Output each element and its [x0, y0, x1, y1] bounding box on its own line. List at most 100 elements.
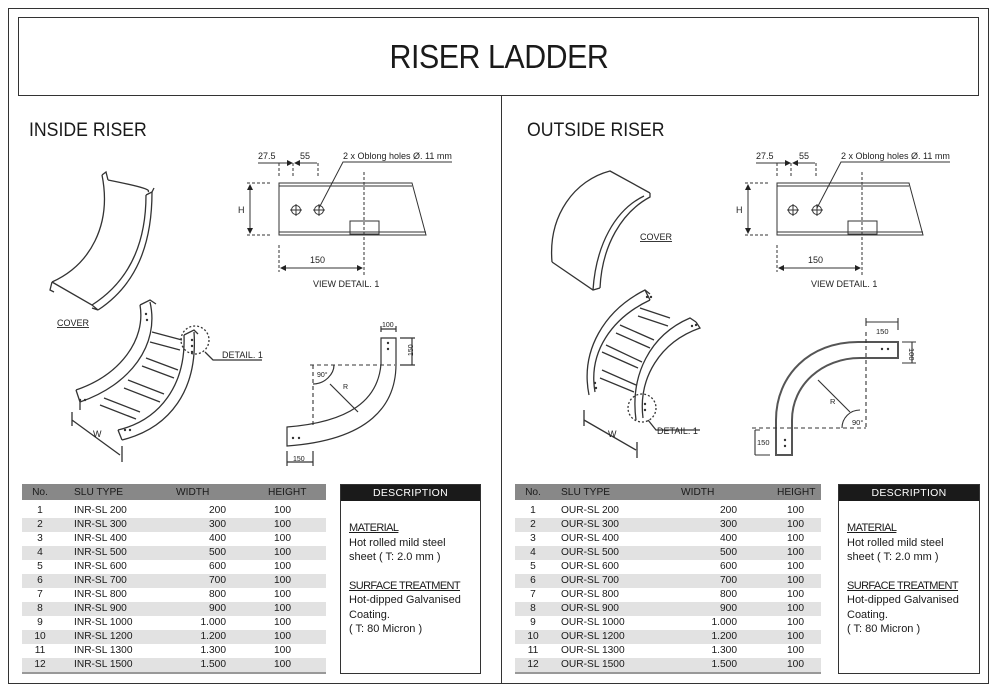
- table-header-row: No. SLU TYPE WIDTH HEIGHT: [22, 484, 326, 500]
- inside-view-detail-label: VIEW DETAIL. 1: [313, 279, 379, 289]
- width-value: 600: [720, 561, 737, 572]
- height-value: 100: [757, 602, 821, 616]
- description-header: DESCRIPTION: [341, 485, 480, 501]
- header-height: HEIGHT: [757, 484, 821, 500]
- slu-type: INR-SL 900: [58, 602, 152, 616]
- width-value: 300: [645, 518, 757, 532]
- section-divider: [501, 96, 502, 684]
- slu-type: INR-SL 1300: [74, 645, 133, 656]
- height-value: 100: [787, 533, 804, 544]
- width-value: 800: [209, 589, 226, 600]
- row-number: 1: [530, 505, 536, 516]
- slu-type: INR-SL 1200: [58, 630, 152, 644]
- surface-treatment-title: SURFACE TREATMENT: [349, 579, 461, 592]
- outside-cover-drawing: [550, 170, 651, 291]
- height-value: 100: [757, 574, 821, 588]
- slu-type: INR-SL 200: [74, 505, 127, 516]
- height-value: 100: [787, 645, 804, 656]
- outside-bend-angle: 90°: [852, 418, 863, 427]
- slu-type: INR-SL 700: [58, 574, 152, 588]
- slu-type: INR-SL 600: [74, 561, 127, 572]
- width-value: 400: [720, 533, 737, 544]
- row-number: 1: [37, 505, 43, 516]
- height-value: 100: [274, 617, 291, 628]
- outside-bend-holes: [783, 347, 890, 448]
- height-value: 100: [274, 533, 291, 544]
- row-number: 6: [515, 574, 551, 588]
- height-value: 100: [248, 518, 326, 532]
- slu-type: INR-SL 500: [58, 546, 152, 560]
- height-value: 100: [274, 645, 291, 656]
- outside-dim-27-5: 27.5: [756, 151, 774, 161]
- width-value: 800: [720, 589, 737, 600]
- slu-type: OUR-SL 1300: [561, 645, 625, 656]
- inside-bend-radius: R: [343, 384, 348, 391]
- outside-ladder-drawing: [583, 289, 702, 458]
- header-no: No.: [515, 484, 551, 500]
- width-value: 1.200: [645, 630, 757, 644]
- inside-detail-label: DETAIL. 1: [222, 350, 263, 360]
- row-number: 5: [530, 561, 536, 572]
- row-number: 7: [530, 589, 536, 600]
- material-title: MATERIAL: [847, 522, 897, 534]
- height-value: 100: [757, 518, 821, 532]
- surface-thickness-text: ( T: 80 Micron ): [349, 623, 423, 635]
- width-value: 1.200: [152, 630, 248, 644]
- row-number: 11: [34, 645, 46, 656]
- slu-type: INR-SL 400: [74, 533, 127, 544]
- slu-type: OUR-SL 800: [561, 589, 619, 600]
- height-value: 100: [274, 561, 291, 572]
- outside-bend-radius: R: [830, 397, 836, 406]
- width-value: 1.500: [645, 658, 757, 674]
- row-number: 12: [22, 658, 58, 674]
- row-number: 9: [37, 617, 43, 628]
- inside-cover-label: COVER: [57, 318, 90, 328]
- surface-treatment-text: Hot-dipped Galvanised Coating.: [349, 594, 461, 621]
- height-value: 100: [787, 617, 804, 628]
- surface-thickness-text: ( T: 80 Micron ): [847, 623, 921, 635]
- header-slu-type: SLU TYPE: [58, 484, 152, 500]
- width-value: 900: [152, 602, 248, 616]
- table-row: 7 OUR-SL 800 800 100: [515, 588, 821, 602]
- width-value: 1.000: [200, 617, 227, 628]
- outside-dim-h: H: [736, 205, 743, 215]
- inside-description-box: DESCRIPTION MATERIAL Hot rolled mild ste…: [340, 484, 481, 674]
- slu-type: OUR-SL 500: [551, 546, 645, 560]
- width-value: 1.500: [152, 658, 248, 674]
- inside-cover-drawing: [49, 170, 155, 311]
- inside-bend-angle: 90°: [317, 371, 328, 379]
- row-number: 3: [37, 533, 43, 544]
- inside-ladder-drawing: [71, 299, 262, 462]
- slu-type: INR-SL 1000: [74, 617, 133, 628]
- outside-view-detail-label: VIEW DETAIL. 1: [811, 279, 877, 289]
- inside-view-detail-drawing: [247, 160, 452, 275]
- header-slu-type: SLU TYPE: [551, 484, 645, 500]
- slu-type: OUR-SL 600: [561, 561, 619, 572]
- inside-dim-27-5: 27.5: [258, 151, 276, 161]
- outside-bend-top-length: 150: [876, 327, 889, 336]
- material-title: MATERIAL: [349, 522, 399, 534]
- outside-cover-label: COVER: [640, 232, 673, 242]
- surface-treatment-text: Hot-dipped Galvanised Coating.: [847, 594, 959, 621]
- height-value: 100: [787, 589, 804, 600]
- outside-bend-top-width: 100: [907, 348, 916, 361]
- slu-type: OUR-SL 700: [551, 574, 645, 588]
- outside-bend-drawing: [775, 341, 899, 456]
- width-value: 200: [720, 505, 737, 516]
- inside-bend-bottom-length: 150: [293, 456, 305, 463]
- height-value: 100: [248, 602, 326, 616]
